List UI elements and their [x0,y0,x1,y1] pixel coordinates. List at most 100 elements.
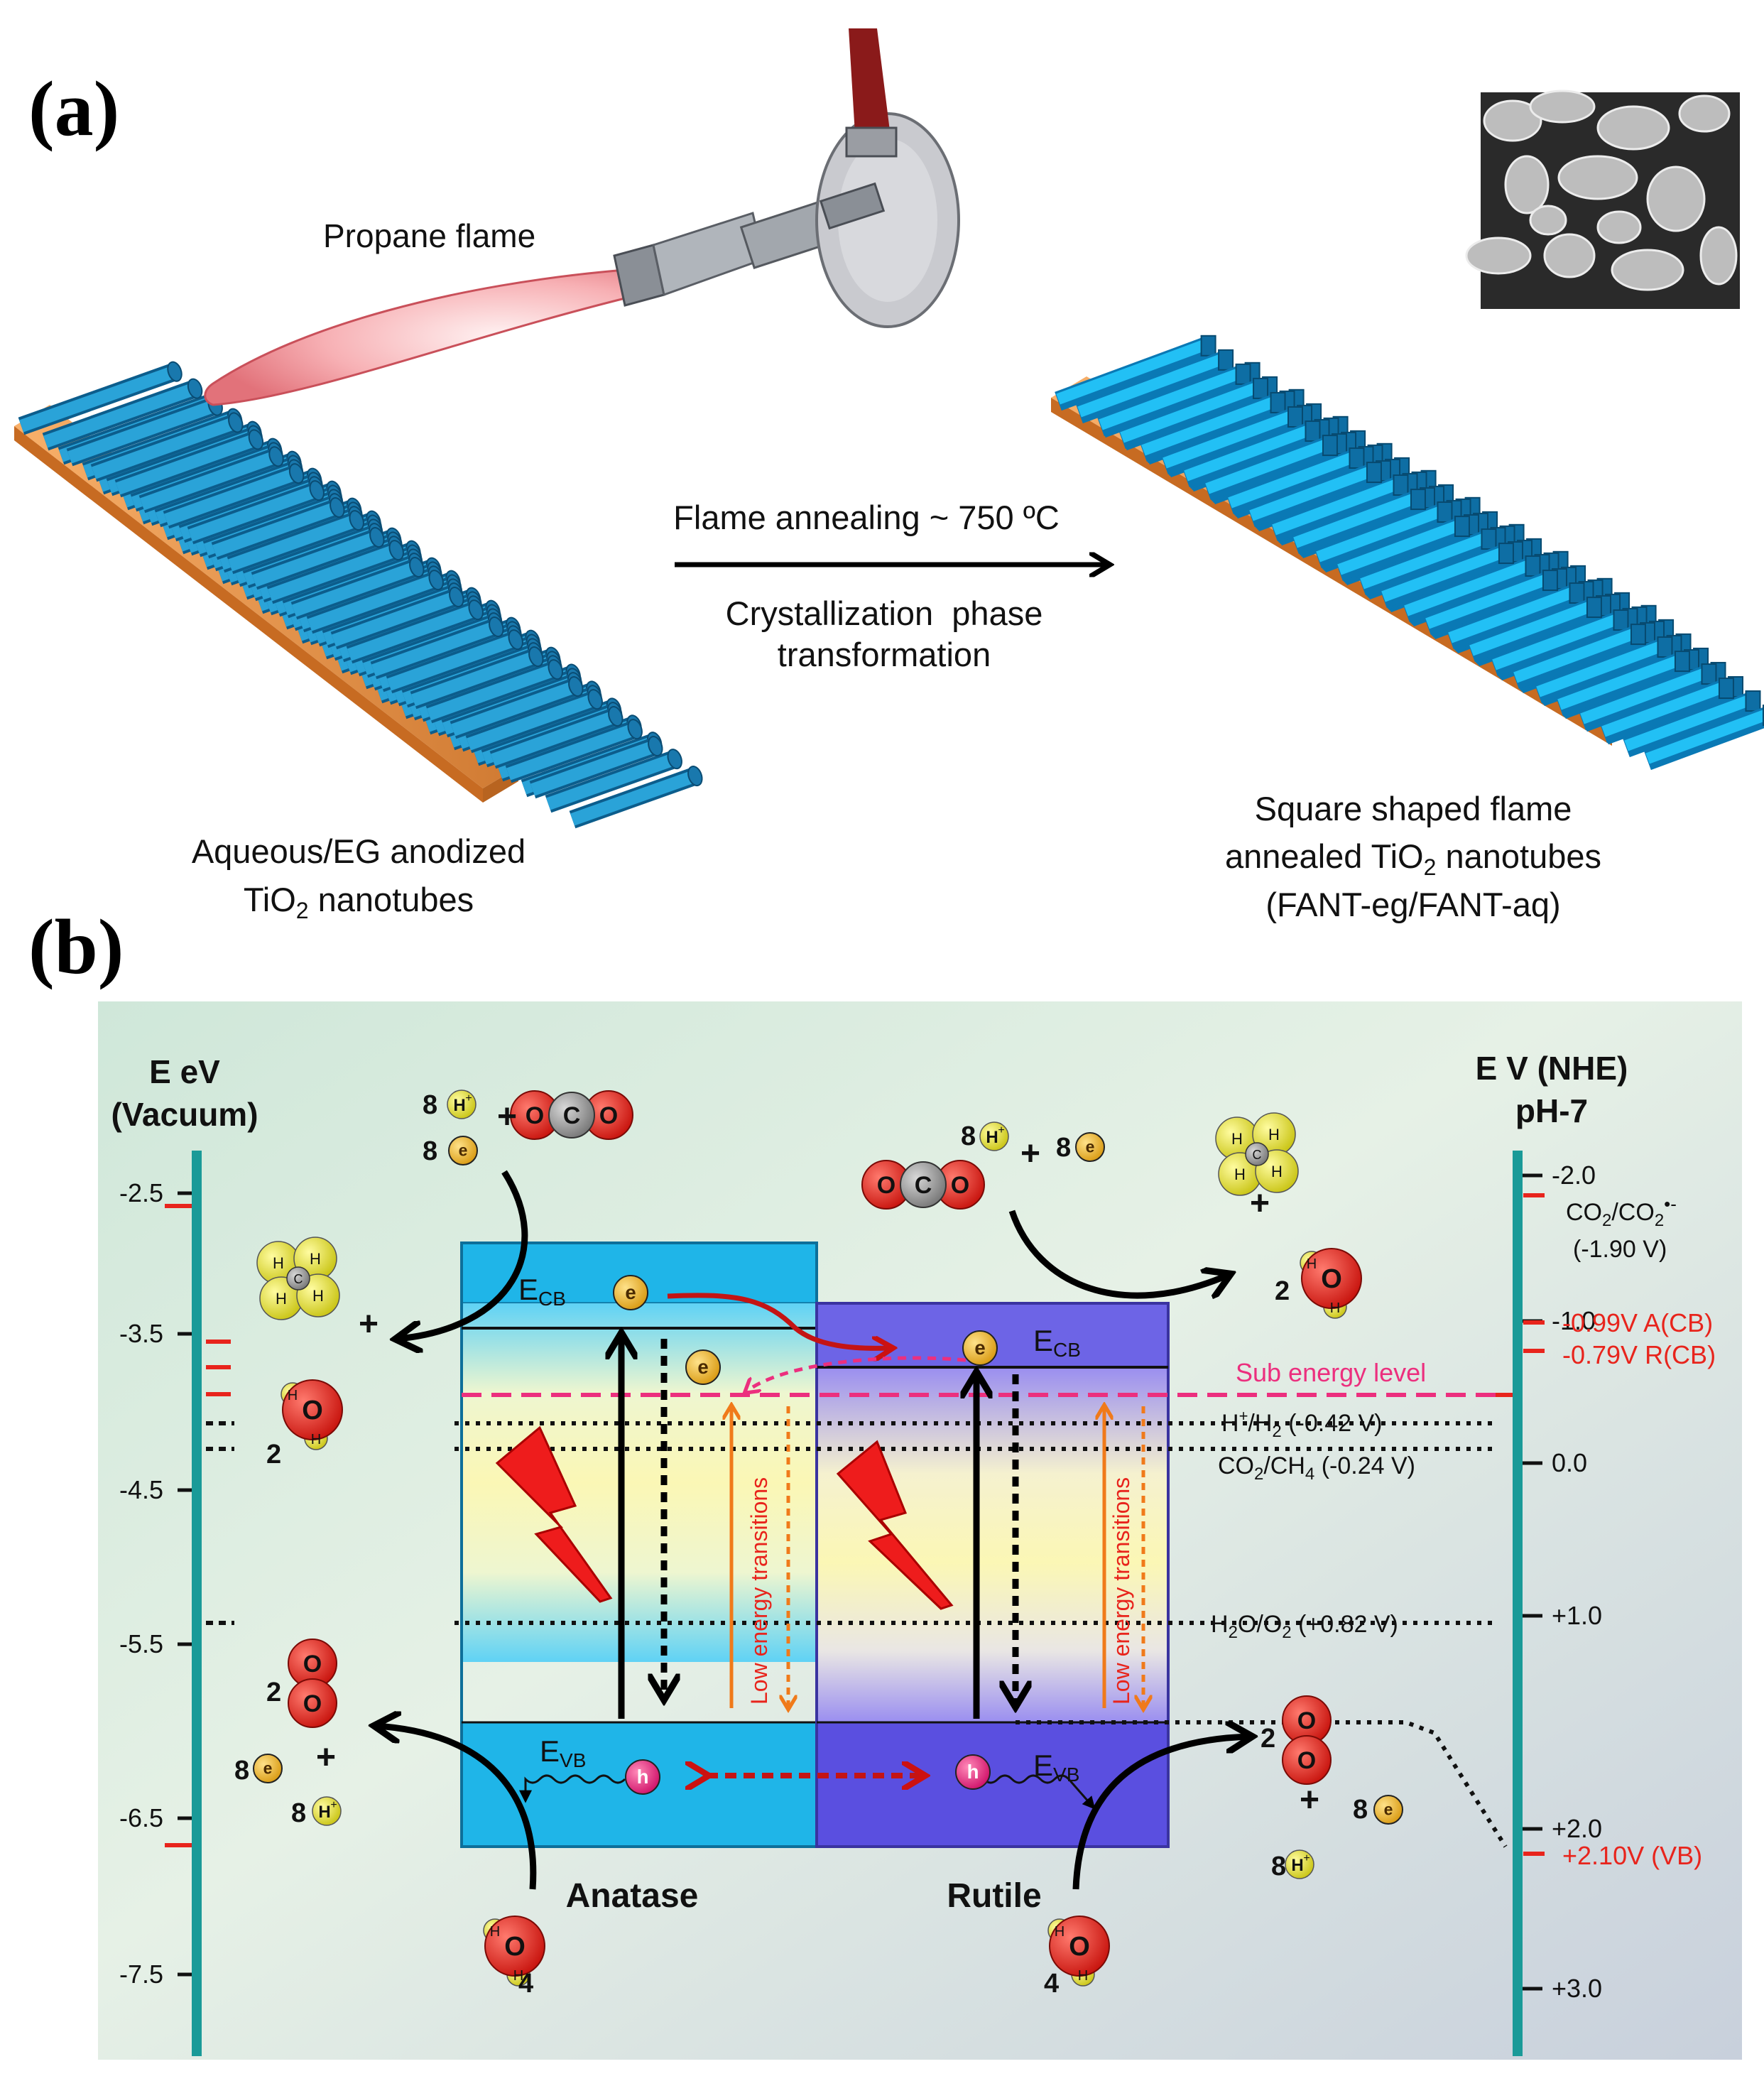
nanotube-square [1556,651,1690,717]
right-tick-label: 0.0 [1552,1448,1587,1477]
left-tick-label: -2.5 [119,1178,163,1207]
svg-text:e: e [974,1337,985,1359]
nanotube [450,676,584,739]
svg-text:H: H [513,1968,523,1984]
stoichiometric-coefficient: 8 [1353,1795,1368,1825]
electron: e [1075,1132,1105,1162]
propane-flame-label: Propane flame [323,217,535,254]
nanotube [306,570,444,634]
electron-transfer-arrow [667,1293,891,1349]
right-axis-title-2: pH-7 [1515,1092,1588,1129]
electron: e [685,1349,721,1385]
right-tick-label: -2.0 [1552,1161,1596,1190]
svg-text:C: C [563,1102,581,1129]
left-tick-label: -6.5 [119,1803,163,1832]
svg-text:H: H [453,1096,465,1115]
electron-backtransfer-arrow [746,1356,967,1392]
nanotube [370,616,504,680]
nanotube-square [1644,705,1764,771]
h2o-o2-level-label: H2O/O2 (+0.82 V) [1211,1611,1398,1642]
vb-potential: +2.10V (VB) [1562,1841,1702,1870]
plus-sign: + [497,1098,517,1136]
svg-text:H: H [1234,1166,1246,1183]
proton: H+ [312,1796,342,1826]
co2-radical-value: (-1.90 V) [1573,1236,1667,1263]
torch-hose [849,28,891,146]
stoichiometric-coefficient: 2 [266,1678,281,1707]
propane-torch [204,28,960,406]
propane-flame [204,268,631,406]
svg-text:H: H [1268,1126,1280,1143]
left-black-marks [206,1421,234,1625]
annealed-nanotubes-illustration [1051,335,1764,771]
process-condition: Flame annealing ~ 750 ºC [673,499,1060,536]
nanotube-square [1314,501,1453,569]
anatase-label: Anatase [566,1877,699,1915]
svg-text:+: + [330,1799,337,1811]
nanotube-square [1579,663,1717,731]
nanotube [489,706,624,769]
right-potential-axis: E V (NHE) pH-7 -2.0-1.00.0+1.0+2.0+3.0 C… [1476,1050,1716,2056]
stoichiometric-coefficient: 2 [1275,1276,1290,1306]
nanotube-square [1226,447,1365,515]
right-axis-title-1: E V (NHE) [1476,1050,1628,1087]
svg-text:C: C [294,1272,303,1286]
nanotube-square [1097,363,1251,437]
anatase-evb-label: EVB [540,1734,586,1771]
reaction-arrows [376,1170,1250,1890]
svg-text:O: O [303,1651,322,1678]
right-caption-line1: Square shaped flame [1255,790,1572,827]
svg-text:H: H [1078,1968,1088,1984]
co2-radical-label: CO2/CO2•- [1566,1193,1677,1230]
hole: h [625,1759,660,1795]
nanotube-square [1248,462,1382,528]
right-caption-line3: (FANT-eg/FANT-aq) [1265,886,1560,923]
nanotube-square [1292,489,1426,555]
stoichiometric-coefficient: 4 [518,1969,533,1999]
svg-text:C: C [915,1172,932,1199]
light-bolt-rutile-icon [836,1440,954,1610]
low-energy-transition-arrows [731,1406,1143,1708]
stoichiometric-coefficient: 2 [1261,1724,1275,1754]
left-red-marks [165,1204,231,1847]
stoichiometric-coefficient: 8 [1271,1852,1286,1881]
plus-sign: + [359,1305,379,1343]
right-caption-line2: annealed TiO2 nanotubes [1225,837,1601,880]
nanotube-square [1424,570,1558,636]
stoichiometric-coefficient: 8 [423,1090,437,1120]
svg-text:H: H [986,1128,998,1147]
svg-text:H: H [276,1290,287,1308]
plus-sign: + [1250,1185,1270,1222]
left-tick-label: -7.5 [119,1960,163,1989]
svg-text:O: O [599,1102,618,1129]
hole: h [955,1754,991,1790]
process-description-1: Crystallization phase [726,594,1043,632]
svg-text:O: O [526,1102,544,1129]
panel-a-label: (a) [28,65,119,152]
stoichiometric-coefficient: 8 [1056,1133,1071,1163]
nanotube [187,480,325,545]
sub-energy-level-label: Sub energy level [1236,1358,1426,1387]
left-energy-axis: E eV (Vacuum) -2.5-3.5-4.5-5.5-6.5-7.5 [111,1053,258,2056]
svg-text:H: H [318,1803,330,1822]
left-axis-title-2: (Vacuum) [111,1096,258,1133]
nanotube [505,719,643,783]
svg-text:H: H [288,1388,298,1403]
svg-text:e: e [625,1281,636,1303]
right-tick-label: +1.0 [1552,1601,1602,1630]
electron: e [962,1330,998,1366]
water-molecule: OHH [483,1916,545,1987]
nanotube-array-right [1055,335,1764,771]
rutile-cb-potential: -0.79V R(CB) [1562,1340,1716,1369]
co2-ch4-level-label: CO2/CH4 (-0.24 V) [1218,1452,1415,1484]
nanotube [138,446,284,514]
nanotube-square [1118,377,1269,450]
nanotube-square [1270,474,1409,542]
excitation-arrows [621,1335,1016,1719]
svg-text:H: H [1291,1856,1303,1875]
svg-text:H: H [1307,1256,1317,1272]
nanotube-square [1161,406,1303,475]
